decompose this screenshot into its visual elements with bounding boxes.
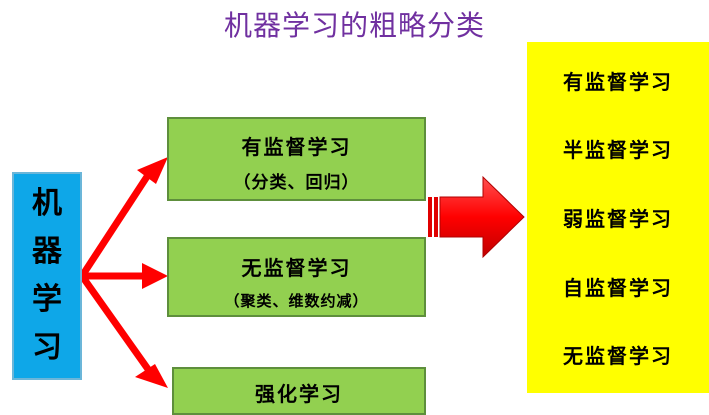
category-sublabel: （分类、回归） — [233, 173, 360, 193]
big-arrow-to-subtypes — [428, 175, 525, 259]
root-node-machine-learning: 机 器 学 习 — [12, 172, 82, 380]
subtype-item: 弱监督学习 — [563, 206, 673, 231]
diagram-title: 机器学习的粗略分类 — [223, 9, 485, 42]
branch-arrow-supervised — [79, 157, 168, 278]
branch-arrow-reinforcement — [79, 273, 168, 388]
branch-arrow-unsupervised — [82, 263, 168, 289]
root-char: 习 — [32, 330, 62, 365]
category-label: 有监督学习 — [241, 135, 352, 159]
subtype-item: 无监督学习 — [563, 344, 673, 369]
subtype-item: 有监督学习 — [563, 69, 673, 94]
category-supervised: 有监督学习 （分类、回归） — [167, 117, 426, 201]
category-sublabel: （聚类、维数约减） — [224, 292, 369, 310]
category-unsupervised: 无监督学习 （聚类、维数约减） — [167, 237, 426, 317]
category-label: 强化学习 — [255, 382, 343, 406]
subtype-item: 自监督学习 — [563, 275, 673, 300]
root-char: 学 — [32, 282, 62, 317]
category-reinforcement: 强化学习 — [172, 367, 426, 415]
category-label: 无监督学习 — [241, 256, 352, 280]
root-char: 器 — [32, 234, 62, 269]
root-char: 机 — [32, 186, 62, 221]
subtype-item: 半监督学习 — [563, 138, 673, 163]
subtypes-panel: 有监督学习 半监督学习 弱监督学习 自监督学习 无监督学习 — [527, 42, 709, 393]
